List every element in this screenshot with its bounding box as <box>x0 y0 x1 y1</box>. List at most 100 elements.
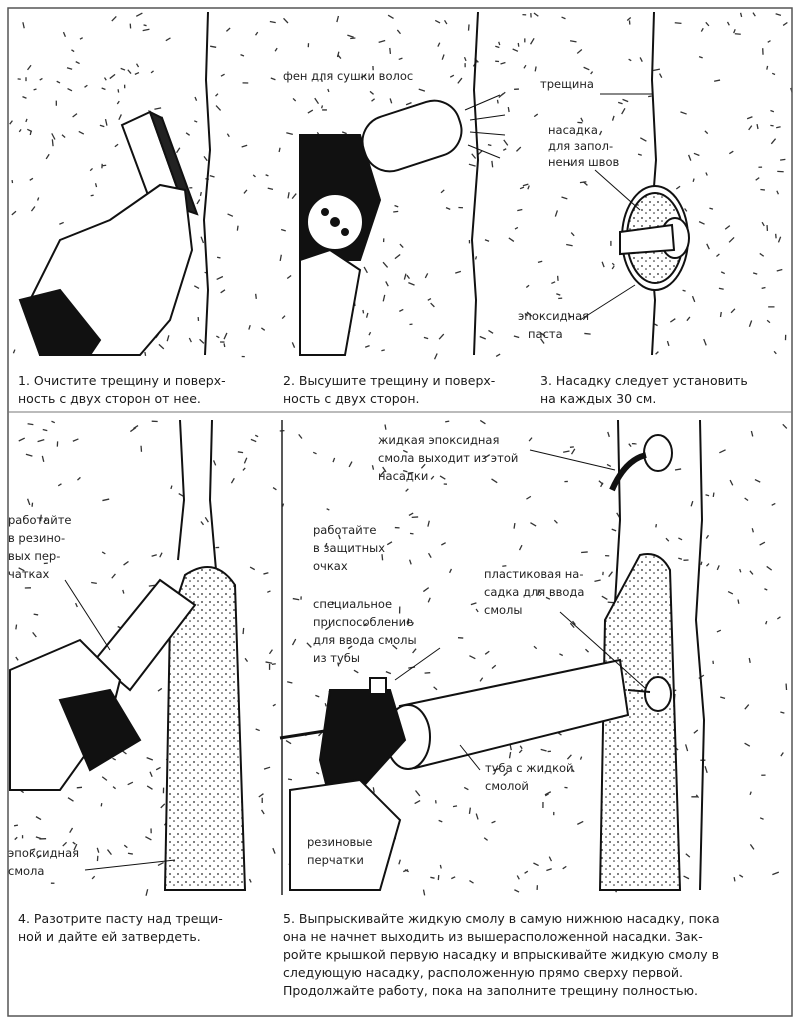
speckle <box>263 572 269 575</box>
speckle <box>14 836 18 841</box>
speckle <box>684 208 688 212</box>
speckle <box>78 130 85 135</box>
speckle <box>759 252 765 257</box>
speckle <box>628 58 632 62</box>
labels: фен для сушки волос трещина насадка для … <box>8 69 619 878</box>
speckle <box>675 185 681 190</box>
speckle <box>611 262 615 266</box>
speckle <box>579 181 587 184</box>
speckle <box>267 590 271 593</box>
caption-line: 2. Высушите трещину и поверх- <box>283 373 496 388</box>
speckle <box>440 189 445 194</box>
speckle <box>405 488 409 492</box>
speckle <box>143 24 147 27</box>
crack-4 <box>208 419 217 571</box>
speckle <box>744 497 749 502</box>
speckle <box>611 265 615 270</box>
speckle <box>761 286 766 290</box>
speckle <box>502 148 507 151</box>
speckle <box>430 475 435 480</box>
speckle <box>491 478 498 484</box>
label-gloves-1: работайте <box>8 513 71 527</box>
speckle <box>544 791 552 796</box>
speckle <box>433 686 438 691</box>
speckle <box>102 164 107 167</box>
speckle <box>210 45 217 48</box>
speckle <box>704 130 709 135</box>
speckle <box>37 439 45 443</box>
speckle <box>389 98 393 104</box>
speckle <box>146 785 153 790</box>
speckle <box>674 22 682 25</box>
speckle <box>389 47 392 55</box>
speckle <box>393 210 399 213</box>
speckle <box>91 581 97 585</box>
speckle <box>706 563 710 567</box>
speckle <box>527 185 530 190</box>
speckle <box>267 187 274 191</box>
speckle <box>427 520 430 527</box>
speckle <box>455 270 462 274</box>
speckle <box>514 889 520 893</box>
speckle <box>581 551 588 554</box>
speckle <box>74 602 78 608</box>
speckle <box>13 824 19 827</box>
speckle <box>561 16 566 20</box>
speckle <box>666 340 670 347</box>
speckle <box>18 437 26 442</box>
speckle <box>193 285 200 290</box>
speckle <box>522 183 529 187</box>
label-plastic-nozzle-2: садка для ввода <box>484 585 584 599</box>
speckle <box>457 77 463 84</box>
speckle <box>493 767 500 772</box>
label-nozzle-1: насадка <box>548 123 598 137</box>
speckle <box>420 463 426 469</box>
speckle <box>365 312 369 318</box>
speckle <box>639 57 643 63</box>
label-nozzle-2: для запол- <box>548 139 613 153</box>
speckle <box>325 625 331 631</box>
speckle <box>749 791 752 796</box>
speckle <box>705 21 710 27</box>
speckle <box>336 15 340 23</box>
speckle <box>551 281 556 285</box>
speckle <box>685 853 691 858</box>
speckle <box>772 871 780 876</box>
speckle <box>347 34 354 38</box>
speckle <box>146 756 154 761</box>
crack-1 <box>202 11 212 356</box>
speckle <box>71 49 75 53</box>
speckle <box>112 757 116 761</box>
speckle <box>777 236 782 243</box>
speckle <box>422 587 430 593</box>
speckle <box>148 584 156 587</box>
speckle <box>607 431 610 438</box>
speckle <box>279 254 282 262</box>
speckle <box>155 766 161 771</box>
speckle <box>199 191 202 196</box>
speckle <box>403 273 407 280</box>
label-epoxy-resin-2: смола <box>8 864 44 878</box>
speckle <box>209 174 215 178</box>
paste-spreading <box>9 566 247 891</box>
caption-line: 1. Очистите трещину и поверх- <box>18 373 226 388</box>
speckle <box>739 874 744 878</box>
speckle <box>569 622 575 629</box>
speckle <box>315 771 320 775</box>
speckle <box>403 869 409 873</box>
speckle <box>637 153 642 156</box>
speckle <box>427 597 431 603</box>
speckle <box>312 451 317 455</box>
speckle <box>468 807 472 814</box>
caption-line: 5. Выпрыскивайте жидкую смолу в самую ни… <box>283 911 720 926</box>
speckle <box>381 349 385 352</box>
speckle <box>628 443 632 448</box>
speckle <box>512 48 519 52</box>
speckle <box>572 620 576 626</box>
speckle <box>394 204 399 208</box>
speckle <box>483 837 489 841</box>
speckle <box>484 239 490 242</box>
speckle <box>216 275 224 281</box>
speckle <box>84 84 88 88</box>
